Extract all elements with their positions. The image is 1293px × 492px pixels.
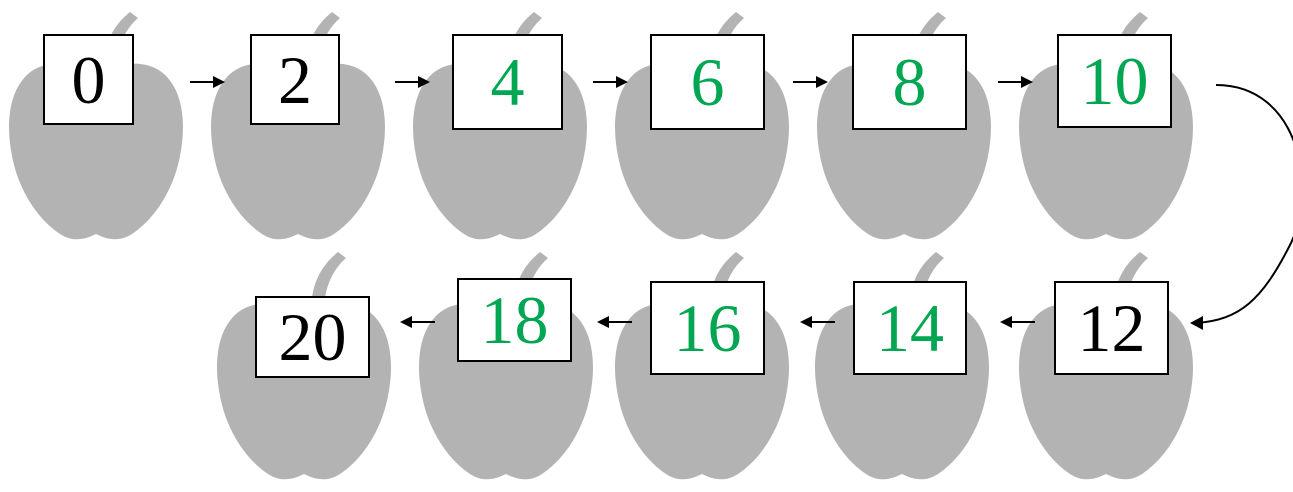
number-box-top-4: 8 [852,34,967,130]
number-box-top-1: 2 [250,34,340,125]
arrow-right-icon [593,76,628,88]
number-box-bottom-1: 18 [457,278,572,362]
arrow-left-icon [800,316,835,328]
arrow-right-icon [190,76,225,88]
number-box-top-3: 6 [650,34,765,130]
number-box-bottom-2: 16 [650,281,765,375]
number-box-top-0: 0 [43,34,134,125]
number-box-top-2: 4 [452,34,563,130]
arrow-left-icon [597,316,632,328]
arrow-right-icon [793,76,828,88]
number-box-top-5: 10 [1057,34,1172,128]
number-box-bottom-3: 14 [853,281,967,375]
arrow-right-icon [998,76,1033,88]
number-box-bottom-4: 12 [1054,281,1169,375]
number-box-bottom-0: 20 [255,296,370,378]
arrow-right-icon [395,76,430,88]
arrow-left-icon [1000,316,1035,328]
arrow-left-icon [400,316,435,328]
